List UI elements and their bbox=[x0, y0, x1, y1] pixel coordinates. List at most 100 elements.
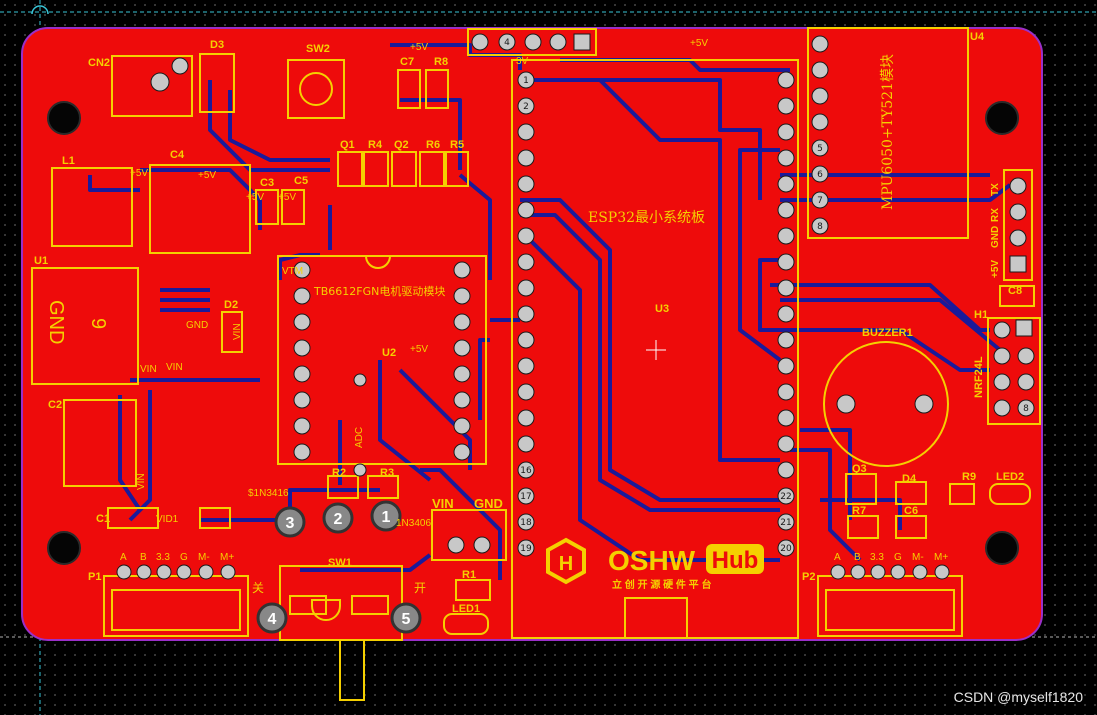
ref-nrf: NRF24L bbox=[973, 356, 985, 398]
motor-module-label: TB6612FGN电机驱动模块 bbox=[313, 284, 445, 298]
ref-u2: U2 bbox=[382, 347, 396, 359]
u1-gnd-label: GND bbox=[45, 300, 67, 344]
svg-text:8: 8 bbox=[817, 222, 823, 232]
ref-c4: C4 bbox=[170, 149, 185, 161]
ref-q1: Q1 bbox=[340, 139, 355, 151]
svg-text:17: 17 bbox=[520, 492, 531, 502]
net-vin-1: VIN bbox=[140, 364, 157, 375]
ref-buzzer: BUZZER1 bbox=[862, 327, 913, 339]
ref-c7: C7 bbox=[400, 56, 414, 68]
net-5v-top: +5V bbox=[410, 42, 428, 53]
net-5v-top2: +5V bbox=[690, 38, 708, 49]
terminal-3 bbox=[274, 506, 306, 538]
net-vin-2: VIN bbox=[166, 362, 183, 373]
svg-text:B: B bbox=[854, 552, 861, 563]
net-5v-l1: +5V bbox=[130, 168, 148, 179]
watermark: CSDN @myself1820 bbox=[953, 689, 1083, 705]
net-5v-c4: +5V bbox=[198, 170, 216, 181]
silkscreen-outlines bbox=[31, 27, 1041, 701]
logo-sub-text: 立 创 开 源 硬 件 平 台 bbox=[612, 578, 711, 591]
ref-r6: R6 bbox=[426, 139, 440, 151]
net-diode2: 1N3406 bbox=[396, 518, 431, 529]
mpu-outline bbox=[807, 27, 969, 239]
ref-r1: R1 bbox=[462, 569, 476, 581]
svg-text:4: 4 bbox=[504, 38, 510, 48]
ref-r2: R2 bbox=[332, 467, 346, 479]
esp32-module-label: ESP32最小系统板 bbox=[588, 210, 705, 226]
net-adc: ADC bbox=[354, 427, 365, 448]
svg-text:G: G bbox=[894, 552, 902, 563]
svg-text:19: 19 bbox=[520, 544, 532, 554]
ref-p2: P2 bbox=[802, 571, 815, 583]
logo-main-text: OSHW bbox=[608, 545, 696, 576]
uart-header-labels: +5V GND RX TX bbox=[990, 183, 1001, 278]
uart-tx: TX bbox=[990, 183, 1001, 196]
mount-hole-tl bbox=[47, 101, 81, 135]
ref-p1: P1 bbox=[88, 571, 101, 583]
ref-q3: Q3 bbox=[852, 463, 867, 475]
svg-text:M-: M- bbox=[912, 552, 924, 563]
svg-text:21: 21 bbox=[780, 518, 791, 528]
ref-r8: R8 bbox=[434, 56, 448, 68]
terminal-gnd-label: GND bbox=[474, 496, 503, 511]
uart-gnd: GND bbox=[990, 226, 1001, 248]
net-5v-motor: +5V bbox=[410, 344, 428, 355]
ref-cn2: CN2 bbox=[88, 57, 110, 69]
ref-c3: C3 bbox=[260, 177, 274, 189]
mpu-module-label: MPU6050+TY521模块 bbox=[880, 54, 896, 210]
mount-hole-tr bbox=[985, 101, 1019, 135]
svg-text:8: 8 bbox=[1023, 404, 1029, 414]
ref-u3: U3 bbox=[655, 303, 669, 315]
ref-u1: U1 bbox=[34, 255, 48, 267]
ref-q2: Q2 bbox=[394, 139, 409, 151]
ref-r3: R3 bbox=[380, 467, 394, 479]
svg-text:M-: M- bbox=[198, 552, 210, 563]
ref-c6: C6 bbox=[904, 505, 918, 517]
net-5v-c3: +5V bbox=[246, 192, 264, 203]
ref-sw2: SW2 bbox=[306, 43, 330, 55]
ref-d3: D3 bbox=[210, 39, 224, 51]
terminal-2 bbox=[322, 502, 354, 534]
origin-marker bbox=[31, 5, 49, 15]
ref-r4: R4 bbox=[368, 139, 383, 151]
svg-text:1: 1 bbox=[382, 509, 391, 526]
ref-c8: C8 bbox=[1008, 285, 1022, 297]
svg-text:6: 6 bbox=[817, 170, 823, 180]
ref-d4: D4 bbox=[902, 473, 917, 485]
u1-num-label: 9 bbox=[87, 318, 109, 329]
ref-r5: R5 bbox=[450, 139, 464, 151]
svg-text:5: 5 bbox=[817, 144, 823, 154]
svg-text:2: 2 bbox=[334, 511, 343, 528]
svg-text:A: A bbox=[834, 552, 841, 563]
svg-text:7: 7 bbox=[817, 196, 823, 206]
mount-hole-br bbox=[985, 531, 1019, 565]
pin-numbers: 1 2 16 17 18 19 22 21 20 5 6 7 8 4 8 bbox=[504, 38, 1029, 554]
net-3v: 3V bbox=[516, 56, 529, 67]
mounting-holes bbox=[47, 101, 1019, 565]
svg-text:20: 20 bbox=[780, 544, 792, 554]
ref-c1: C1 bbox=[96, 513, 110, 525]
p1-pin-labels: A B 3.3 G M- M+ bbox=[120, 552, 234, 563]
net-diode: $1N3416 bbox=[248, 488, 289, 499]
svg-text:18: 18 bbox=[520, 518, 532, 528]
svg-text:16: 16 bbox=[520, 466, 532, 476]
net-labels: +5V +5V +5V +5V +5V +5V +5V GND VID1 $1N… bbox=[130, 38, 708, 529]
ref-sw1: SW1 bbox=[328, 557, 352, 569]
svg-text:A: A bbox=[120, 552, 127, 563]
svg-text:2: 2 bbox=[523, 102, 529, 112]
net-5v-c5: +5V bbox=[278, 192, 296, 203]
terminal-5 bbox=[390, 602, 422, 634]
oshwhub-logo: H OSHW Hub 立 创 开 源 硬 件 平 台 bbox=[546, 537, 764, 591]
ref-led2: LED2 bbox=[996, 471, 1024, 483]
svg-text:5: 5 bbox=[402, 611, 411, 628]
uart-rx: RX bbox=[990, 208, 1001, 222]
ref-u4: U4 bbox=[970, 31, 985, 43]
net-gnd-mid: GND bbox=[186, 320, 208, 331]
net-vin-4: VIN bbox=[136, 473, 147, 490]
ref-h1: H1 bbox=[974, 309, 988, 321]
terminal-vin-label: VIN bbox=[432, 496, 454, 511]
svg-text:22: 22 bbox=[780, 492, 791, 502]
mount-hole-bl bbox=[47, 531, 81, 565]
p2-pin-labels: A B 3.3 G M- M+ bbox=[834, 552, 948, 563]
